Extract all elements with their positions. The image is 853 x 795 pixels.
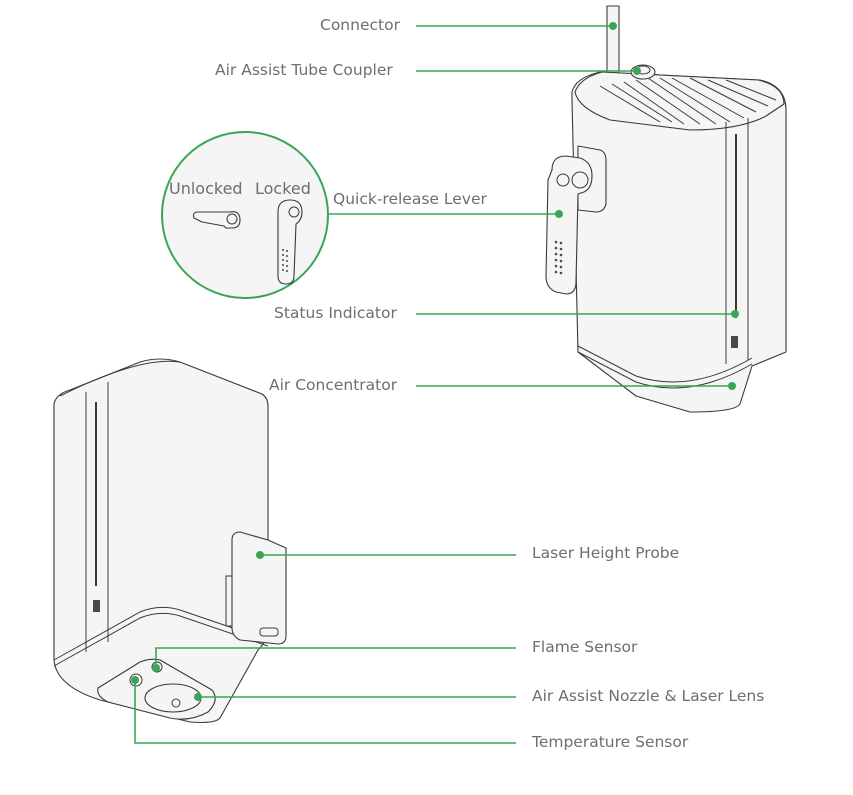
callout-leaders: [131, 22, 739, 744]
laser-height-probe-shape: [231, 531, 287, 645]
dot-laser-height-probe: [256, 551, 264, 559]
label-temperature-sensor: Temperature Sensor: [532, 733, 689, 751]
module-body: [571, 71, 787, 413]
laser-module-bottom-view: [53, 358, 287, 724]
leader-flame-sensor: [155, 647, 516, 668]
label-quick-release-lever: Quick-release Lever: [333, 190, 487, 208]
lever-state-inset: [161, 131, 329, 299]
dot-flame-sensor: [152, 664, 160, 672]
dot-status-indicator: [731, 310, 739, 318]
brand-logo-icon: [93, 600, 100, 612]
dot-temperature-sensor: [131, 676, 139, 684]
label-connector: Connector: [320, 16, 400, 34]
label-air-assist-tube-coupler: Air Assist Tube Coupler: [215, 61, 393, 79]
dot-quick-release-lever: [555, 210, 563, 218]
dot-connector: [609, 22, 617, 30]
locked-lever-icon: [277, 199, 303, 285]
dot-air-assist-tube-coupler: [633, 67, 641, 75]
laser-module-front-view: [545, 5, 787, 413]
dot-air-concentrator: [728, 382, 736, 390]
brand-logo-icon: [731, 336, 738, 348]
quick-release-lever-shape: [545, 155, 593, 295]
dot-air-assist-nozzle-laser-lens: [194, 693, 202, 701]
label-flame-sensor: Flame Sensor: [532, 638, 638, 656]
label-status-indicator: Status Indicator: [274, 304, 397, 322]
label-laser-height-probe: Laser Height Probe: [532, 544, 680, 562]
inset-circle: [161, 131, 329, 299]
heat-sink: [574, 71, 785, 131]
leader-temperature-sensor: [134, 680, 516, 744]
inset-label-locked: Locked: [255, 179, 311, 198]
label-air-concentrator: Air Concentrator: [269, 376, 398, 394]
inset-label-unlocked: Unlocked: [169, 179, 243, 198]
label-air-assist-nozzle-laser-lens: Air Assist Nozzle & Laser Lens: [532, 687, 765, 705]
